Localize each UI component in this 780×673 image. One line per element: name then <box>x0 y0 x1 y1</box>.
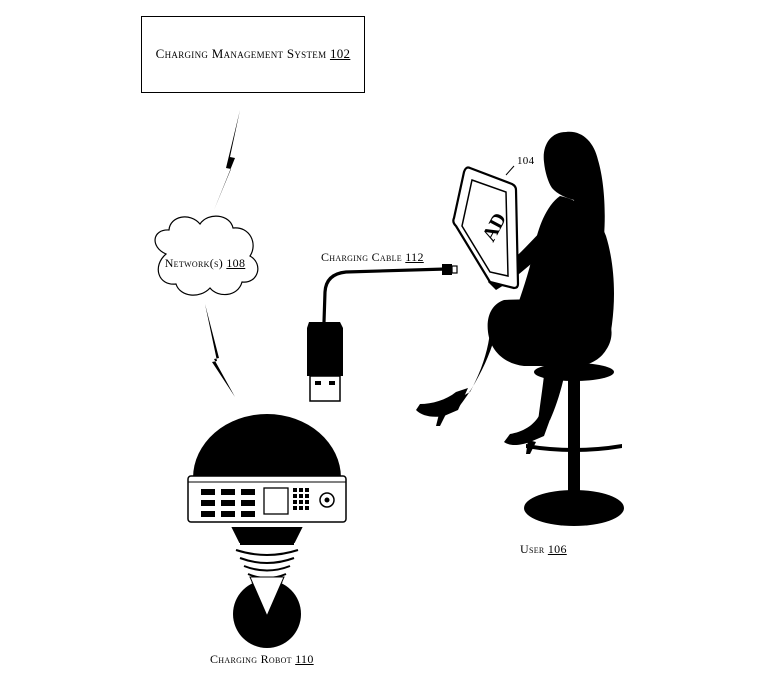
network-ref-number: 108 <box>226 256 246 270</box>
panel-button <box>241 511 255 517</box>
user-label-text: User <box>520 542 545 556</box>
cms-label-text: Charging Management System <box>155 46 327 61</box>
panel-knob-center <box>324 497 330 503</box>
wireless-link-upper-icon <box>214 110 240 210</box>
panel-button <box>201 489 215 495</box>
usb-pin <box>329 381 335 385</box>
network-cloud-icon <box>154 215 259 296</box>
charging-cable-wire <box>322 267 448 324</box>
usb-plug-body <box>307 322 343 376</box>
robot-base-cone <box>249 576 285 618</box>
charging-robot-label: Charging Robot 110 <box>210 652 314 667</box>
network-label-text: Network(s) <box>164 256 224 270</box>
tablet-ref-leader <box>505 165 515 176</box>
robot-spring-neck <box>231 527 303 587</box>
tablet-ref-number: 104 <box>517 155 535 167</box>
charging-management-system-label: Charging Management System 102 <box>141 46 365 62</box>
usb-plug-tip <box>309 375 341 402</box>
panel-button <box>221 511 235 517</box>
usb-pin <box>315 381 321 385</box>
panel-button <box>221 500 235 506</box>
user-silhouette <box>416 131 614 454</box>
charging-management-system-box <box>141 16 365 93</box>
bar-stool <box>524 363 624 526</box>
user-label: User 106 <box>520 542 567 557</box>
panel-button <box>201 511 215 517</box>
panel-button <box>221 489 235 495</box>
panel-display <box>263 487 289 515</box>
charging-cable-label: Charging Cable 112 <box>321 250 424 265</box>
robot-dome <box>193 414 341 478</box>
robot-label-text: Charging Robot <box>210 652 292 666</box>
panel-keypad <box>293 488 309 510</box>
panel-button <box>241 489 255 495</box>
cable-label-text: Charging Cable <box>321 250 402 264</box>
panel-button <box>241 500 255 506</box>
cms-ref-number: 102 <box>329 46 351 61</box>
user-ref-number: 106 <box>547 542 567 556</box>
wireless-link-lower-icon <box>205 304 235 397</box>
robot-ref-number: 110 <box>295 652 314 666</box>
panel-button <box>201 500 215 506</box>
cable-ref-number: 112 <box>405 250 424 264</box>
cable-micro-connector <box>442 264 452 275</box>
network-label: Network(s) 108 <box>155 256 255 271</box>
tablet-device <box>452 165 520 290</box>
cable-micro-tip <box>451 265 458 274</box>
